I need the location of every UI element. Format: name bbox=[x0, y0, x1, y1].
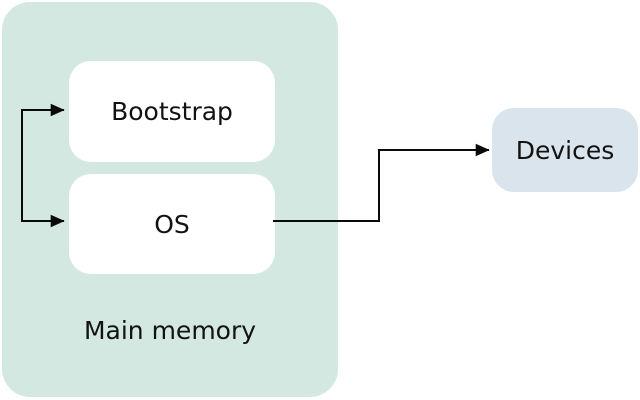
main-memory-label: Main memory bbox=[83, 316, 257, 345]
node-devices-label: Devices bbox=[515, 135, 615, 165]
main-memory-region: Bootstrap OS Main memory bbox=[2, 2, 338, 397]
node-bootstrap-label: Bootstrap bbox=[111, 97, 233, 126]
node-bootstrap: Bootstrap bbox=[69, 61, 275, 162]
node-devices: Devices bbox=[492, 108, 638, 192]
node-os: OS bbox=[69, 174, 275, 274]
node-os-label: OS bbox=[154, 209, 190, 239]
